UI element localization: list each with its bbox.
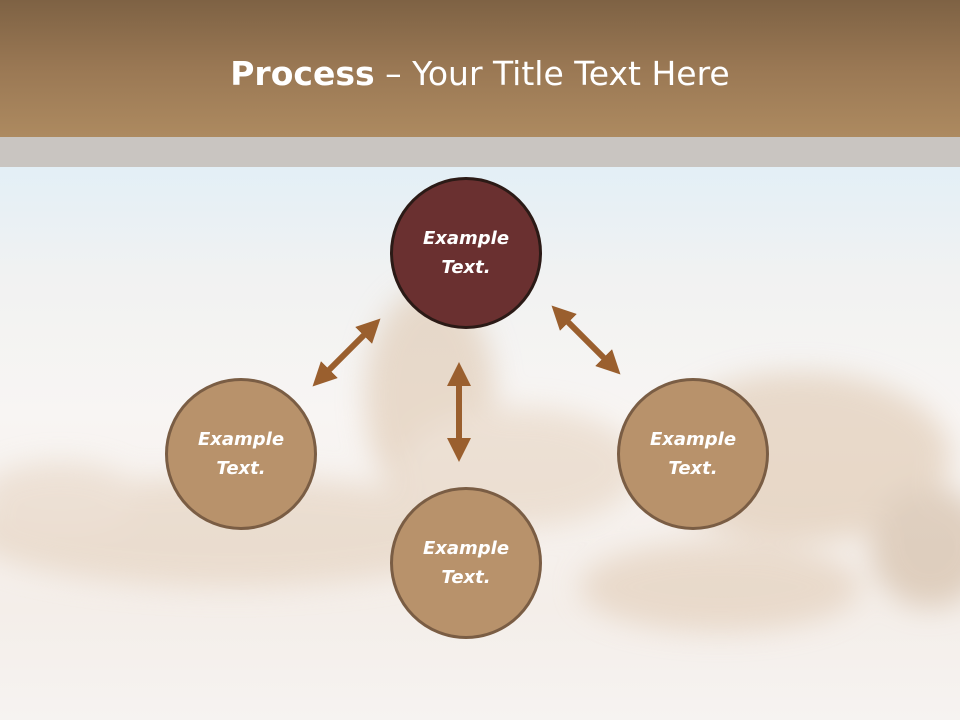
process-node-top[interactable]: Example Text.	[390, 177, 542, 329]
node-label: Example Text.	[422, 538, 510, 588]
title-bold: Process	[230, 54, 375, 93]
node-label: Example Text.	[422, 228, 510, 278]
process-node-left[interactable]: Example Text.	[165, 378, 317, 530]
title-rest: – Your Title Text Here	[374, 54, 730, 93]
double-arrow-icon	[551, 305, 621, 375]
double-arrow-icon	[312, 318, 381, 387]
node-label: Example Text.	[197, 429, 285, 479]
process-node-bottom[interactable]: Example Text.	[390, 487, 542, 639]
header-stripe	[0, 137, 960, 167]
node-label: Example Text.	[649, 429, 737, 479]
process-node-right[interactable]: Example Text.	[617, 378, 769, 530]
title-bar: Process – Your Title Text Here	[0, 0, 960, 137]
slide-title: Process – Your Title Text Here	[0, 52, 960, 96]
